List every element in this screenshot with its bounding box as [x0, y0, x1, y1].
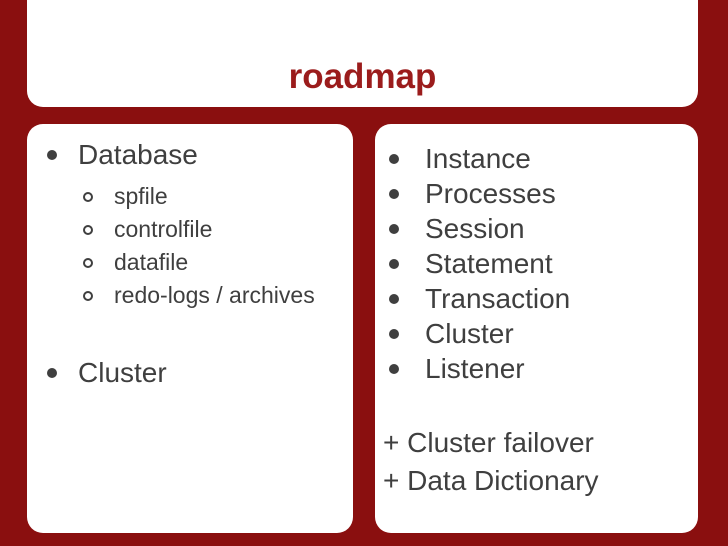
extra-line-label: + Cluster failover	[383, 427, 594, 458]
bullet-icon	[389, 258, 399, 269]
hollow-bullet-icon	[83, 191, 93, 202]
right-extra-list: + Cluster failover + Data Dictionary	[375, 424, 698, 500]
list-item-label: Cluster	[425, 318, 514, 349]
list-item-cluster: Cluster	[27, 356, 353, 390]
list-item-label: Transaction	[425, 283, 571, 314]
list-item-label: Processes	[425, 178, 556, 209]
list-item-listener: Listener	[375, 351, 698, 386]
left-list-bottom: Cluster	[27, 356, 353, 390]
bullet-icon	[47, 368, 57, 378]
left-list: Database	[27, 138, 353, 172]
extra-line-label: + Data Dictionary	[383, 465, 599, 496]
right-list: Instance Processes Session Statement Tra…	[375, 124, 698, 386]
extra-line-data-dictionary: + Data Dictionary	[375, 462, 698, 500]
list-item-controlfile: controlfile	[27, 213, 353, 246]
list-item-label: redo-logs / archives	[114, 282, 315, 308]
list-item-cluster-right: Cluster	[375, 316, 698, 351]
left-sub-list: spfile controlfile datafile redo-logs / …	[27, 180, 353, 312]
list-item-label: Session	[425, 213, 525, 244]
list-item-label: Statement	[425, 248, 553, 279]
hollow-bullet-icon	[83, 290, 93, 301]
bullet-icon	[389, 223, 399, 234]
list-item-label: controlfile	[114, 216, 213, 242]
list-item-datafile: datafile	[27, 246, 353, 279]
right-panel: Instance Processes Session Statement Tra…	[375, 124, 698, 533]
bullet-icon	[389, 188, 399, 199]
list-item-label: spfile	[114, 183, 168, 209]
list-item-redo-logs: redo-logs / archives	[27, 279, 353, 312]
hollow-bullet-icon	[83, 257, 93, 268]
bullet-icon	[389, 153, 399, 164]
bullet-icon	[389, 328, 399, 339]
hollow-bullet-icon	[83, 224, 93, 235]
list-item-statement: Statement	[375, 246, 698, 281]
list-item-label: Cluster	[78, 357, 167, 388]
left-panel: Database spfile controlfile datafile red…	[27, 124, 353, 533]
list-item-label: Instance	[425, 143, 531, 174]
list-item-database: Database	[27, 138, 353, 172]
list-item-transaction: Transaction	[375, 281, 698, 316]
bullet-icon	[389, 293, 399, 304]
list-item-label: datafile	[114, 249, 189, 275]
bullet-icon	[389, 363, 399, 374]
bullet-icon	[47, 150, 57, 160]
list-item-label: Database	[78, 139, 198, 170]
list-item-processes: Processes	[375, 176, 698, 211]
title-panel: roadmap	[27, 0, 698, 107]
list-item-spfile: spfile	[27, 180, 353, 213]
list-item-label: Listener	[425, 353, 525, 384]
slide-title: roadmap	[288, 57, 437, 96]
list-item-session: Session	[375, 211, 698, 246]
list-item-instance: Instance	[375, 141, 698, 176]
extra-line-cluster-failover: + Cluster failover	[375, 424, 698, 462]
